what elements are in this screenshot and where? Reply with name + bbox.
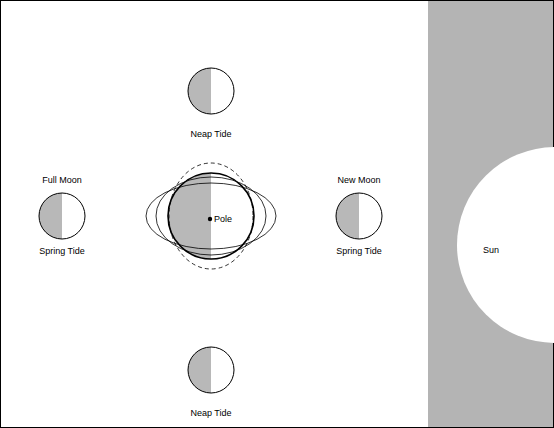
- tidal-bulge-dashed: [169, 163, 253, 269]
- tidal-bulge-neap: [156, 177, 266, 255]
- moon-symbol: [335, 192, 383, 240]
- moon-outline: [336, 193, 382, 239]
- moon-label: Neap Tide: [190, 408, 231, 419]
- moon-symbol: [38, 192, 86, 240]
- sun-label: Sun: [483, 245, 554, 256]
- tidal-bulge-spring: [146, 183, 276, 249]
- earth-disc: [168, 173, 254, 259]
- earth-shadow: [168, 173, 211, 259]
- earth-node: Pole: [168, 173, 254, 259]
- moon-symbol: [187, 346, 235, 394]
- earth-symbol: [168, 173, 254, 259]
- sun-symbol: [457, 147, 554, 343]
- moon-node: New MoonSpring Tide: [335, 175, 383, 257]
- moon-shadow: [39, 193, 62, 239]
- moon-outline: [188, 347, 234, 393]
- moon-label: Neap Tide: [190, 129, 231, 140]
- moon-disc: [188, 347, 234, 393]
- earth-outline: [168, 173, 254, 259]
- moon-disc: [188, 68, 234, 114]
- moon-label: Spring Tide: [336, 246, 382, 257]
- moon-node: Neap Tide: [187, 67, 235, 140]
- sun-disc: [457, 147, 554, 343]
- moon-shadow: [188, 347, 211, 393]
- moon-node: Full MoonSpring Tide: [38, 175, 86, 257]
- moon-disc: [39, 193, 85, 239]
- moon-shadow: [336, 193, 359, 239]
- moon-node: Neap Tide: [187, 346, 235, 419]
- sun-node: Sun: [457, 147, 554, 343]
- moon-outline: [188, 68, 234, 114]
- moon-shadow: [188, 68, 211, 114]
- earth-label: Pole: [214, 214, 300, 225]
- pole-dot: [208, 217, 212, 221]
- moon-symbol: [187, 67, 235, 115]
- moon-label: Full Moon: [42, 175, 82, 186]
- moon-label: New Moon: [337, 175, 380, 186]
- moon-disc: [336, 193, 382, 239]
- moon-label: Spring Tide: [39, 246, 85, 257]
- moon-outline: [39, 193, 85, 239]
